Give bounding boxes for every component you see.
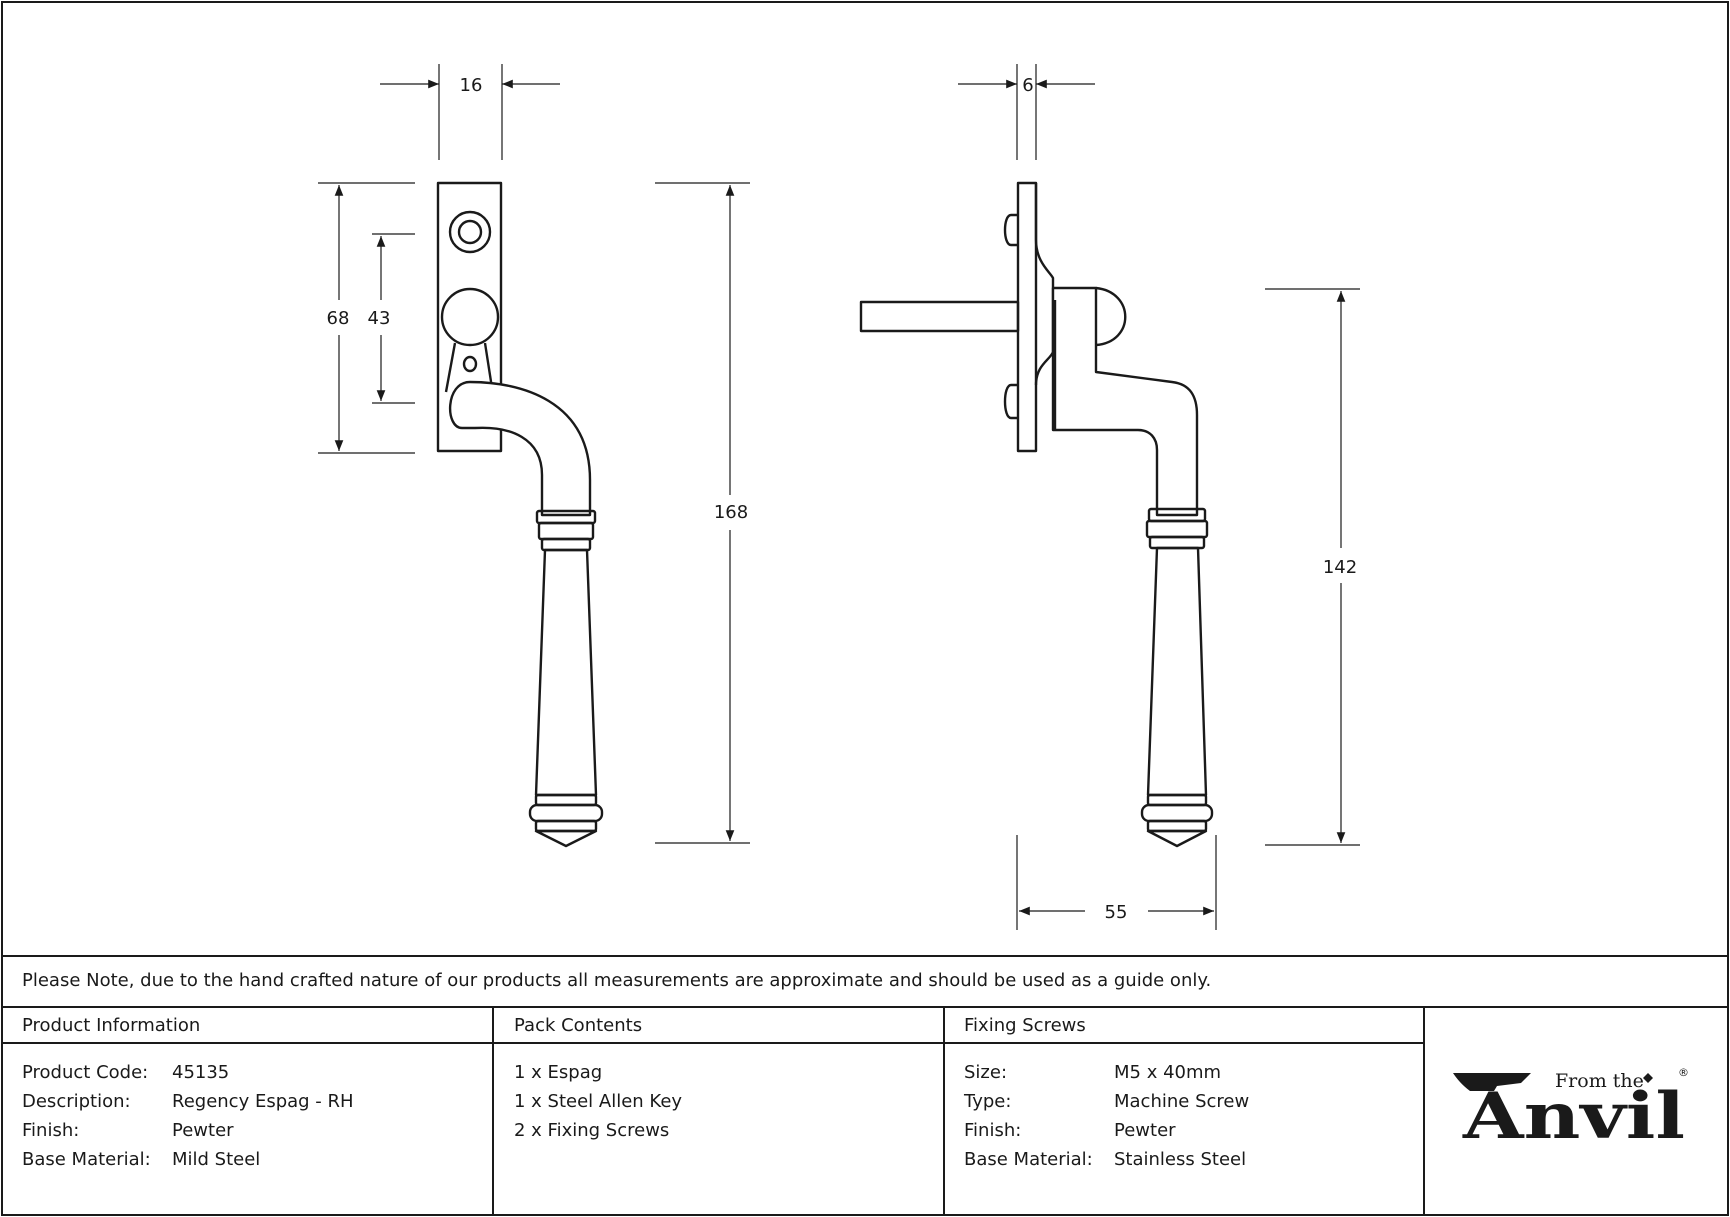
dim-front-width: 16 xyxy=(460,75,483,96)
dim-plate-height: 68 xyxy=(327,308,350,329)
front-backplate xyxy=(436,181,503,453)
front-dimensions xyxy=(318,64,750,844)
product-info-row: Finish:Pewter xyxy=(22,1120,234,1141)
front-view xyxy=(436,181,604,848)
fixing-screws-row: Size:M5 x 40mm xyxy=(964,1062,1222,1083)
pack-item: 1 x Espag xyxy=(514,1062,603,1083)
side-view xyxy=(859,181,1214,848)
dim-projection: 55 xyxy=(1105,902,1128,923)
svg-text:From the: From the xyxy=(1555,1070,1644,1092)
side-dimensions xyxy=(958,64,1360,930)
fixing-screws-row: Base Material:Stainless Steel xyxy=(964,1149,1247,1170)
front-small-hole xyxy=(462,355,478,373)
product-info-row: Product Code:45135 xyxy=(22,1062,230,1083)
product-info-row: Description:Regency Espag - RH xyxy=(22,1091,354,1112)
anvil-icon xyxy=(1453,1073,1531,1091)
side-lever xyxy=(1051,286,1199,517)
side-spindle xyxy=(859,300,1020,333)
side-dimension-labels: 6 142 55 xyxy=(1022,75,1357,923)
front-screw-hole-inner xyxy=(457,219,483,245)
product-info-row: Base Material:Mild Steel xyxy=(22,1149,261,1170)
anvil-logo: From the Anvil ® xyxy=(1453,1066,1689,1154)
svg-text:Anvil: Anvil xyxy=(1462,1079,1685,1154)
dim-overall-height: 168 xyxy=(714,502,748,523)
front-screw-hole-outer xyxy=(448,210,492,254)
pack-item: 2 x Fixing Screws xyxy=(514,1120,670,1141)
pack-contents-header: Pack Contents xyxy=(514,1015,643,1036)
side-backplate xyxy=(1016,181,1038,453)
svg-text:®: ® xyxy=(1678,1066,1689,1079)
front-spindle-boss xyxy=(440,287,500,347)
fixing-screws-row: Finish:Pewter xyxy=(964,1120,1176,1141)
fixing-screws-list: Size:M5 x 40mm Type:Machine Screw Finish… xyxy=(964,1058,1249,1174)
dim-spindle-hole: 43 xyxy=(368,308,391,329)
dim-handle-height: 142 xyxy=(1323,557,1357,578)
measurement-note: Please Note, due to the hand crafted nat… xyxy=(22,970,1212,991)
fixing-screws-header: Fixing Screws xyxy=(964,1015,1086,1036)
pack-item: 1 x Steel Allen Key xyxy=(514,1091,683,1112)
dim-plate-thickness: 6 xyxy=(1022,75,1033,96)
product-info-header: Product Information xyxy=(22,1015,201,1036)
front-lever xyxy=(449,380,592,517)
pack-contents-list: 1 x Espag 1 x Steel Allen Key 2 x Fixing… xyxy=(514,1058,682,1145)
front-neck xyxy=(444,342,494,393)
product-info-list: Product Code:45135 Description:Regency E… xyxy=(22,1058,354,1174)
front-dimension-labels: 16 68 43 168 xyxy=(327,75,749,523)
fixing-screws-row: Type:Machine Screw xyxy=(964,1091,1250,1112)
diamond-icon xyxy=(1643,1073,1653,1083)
